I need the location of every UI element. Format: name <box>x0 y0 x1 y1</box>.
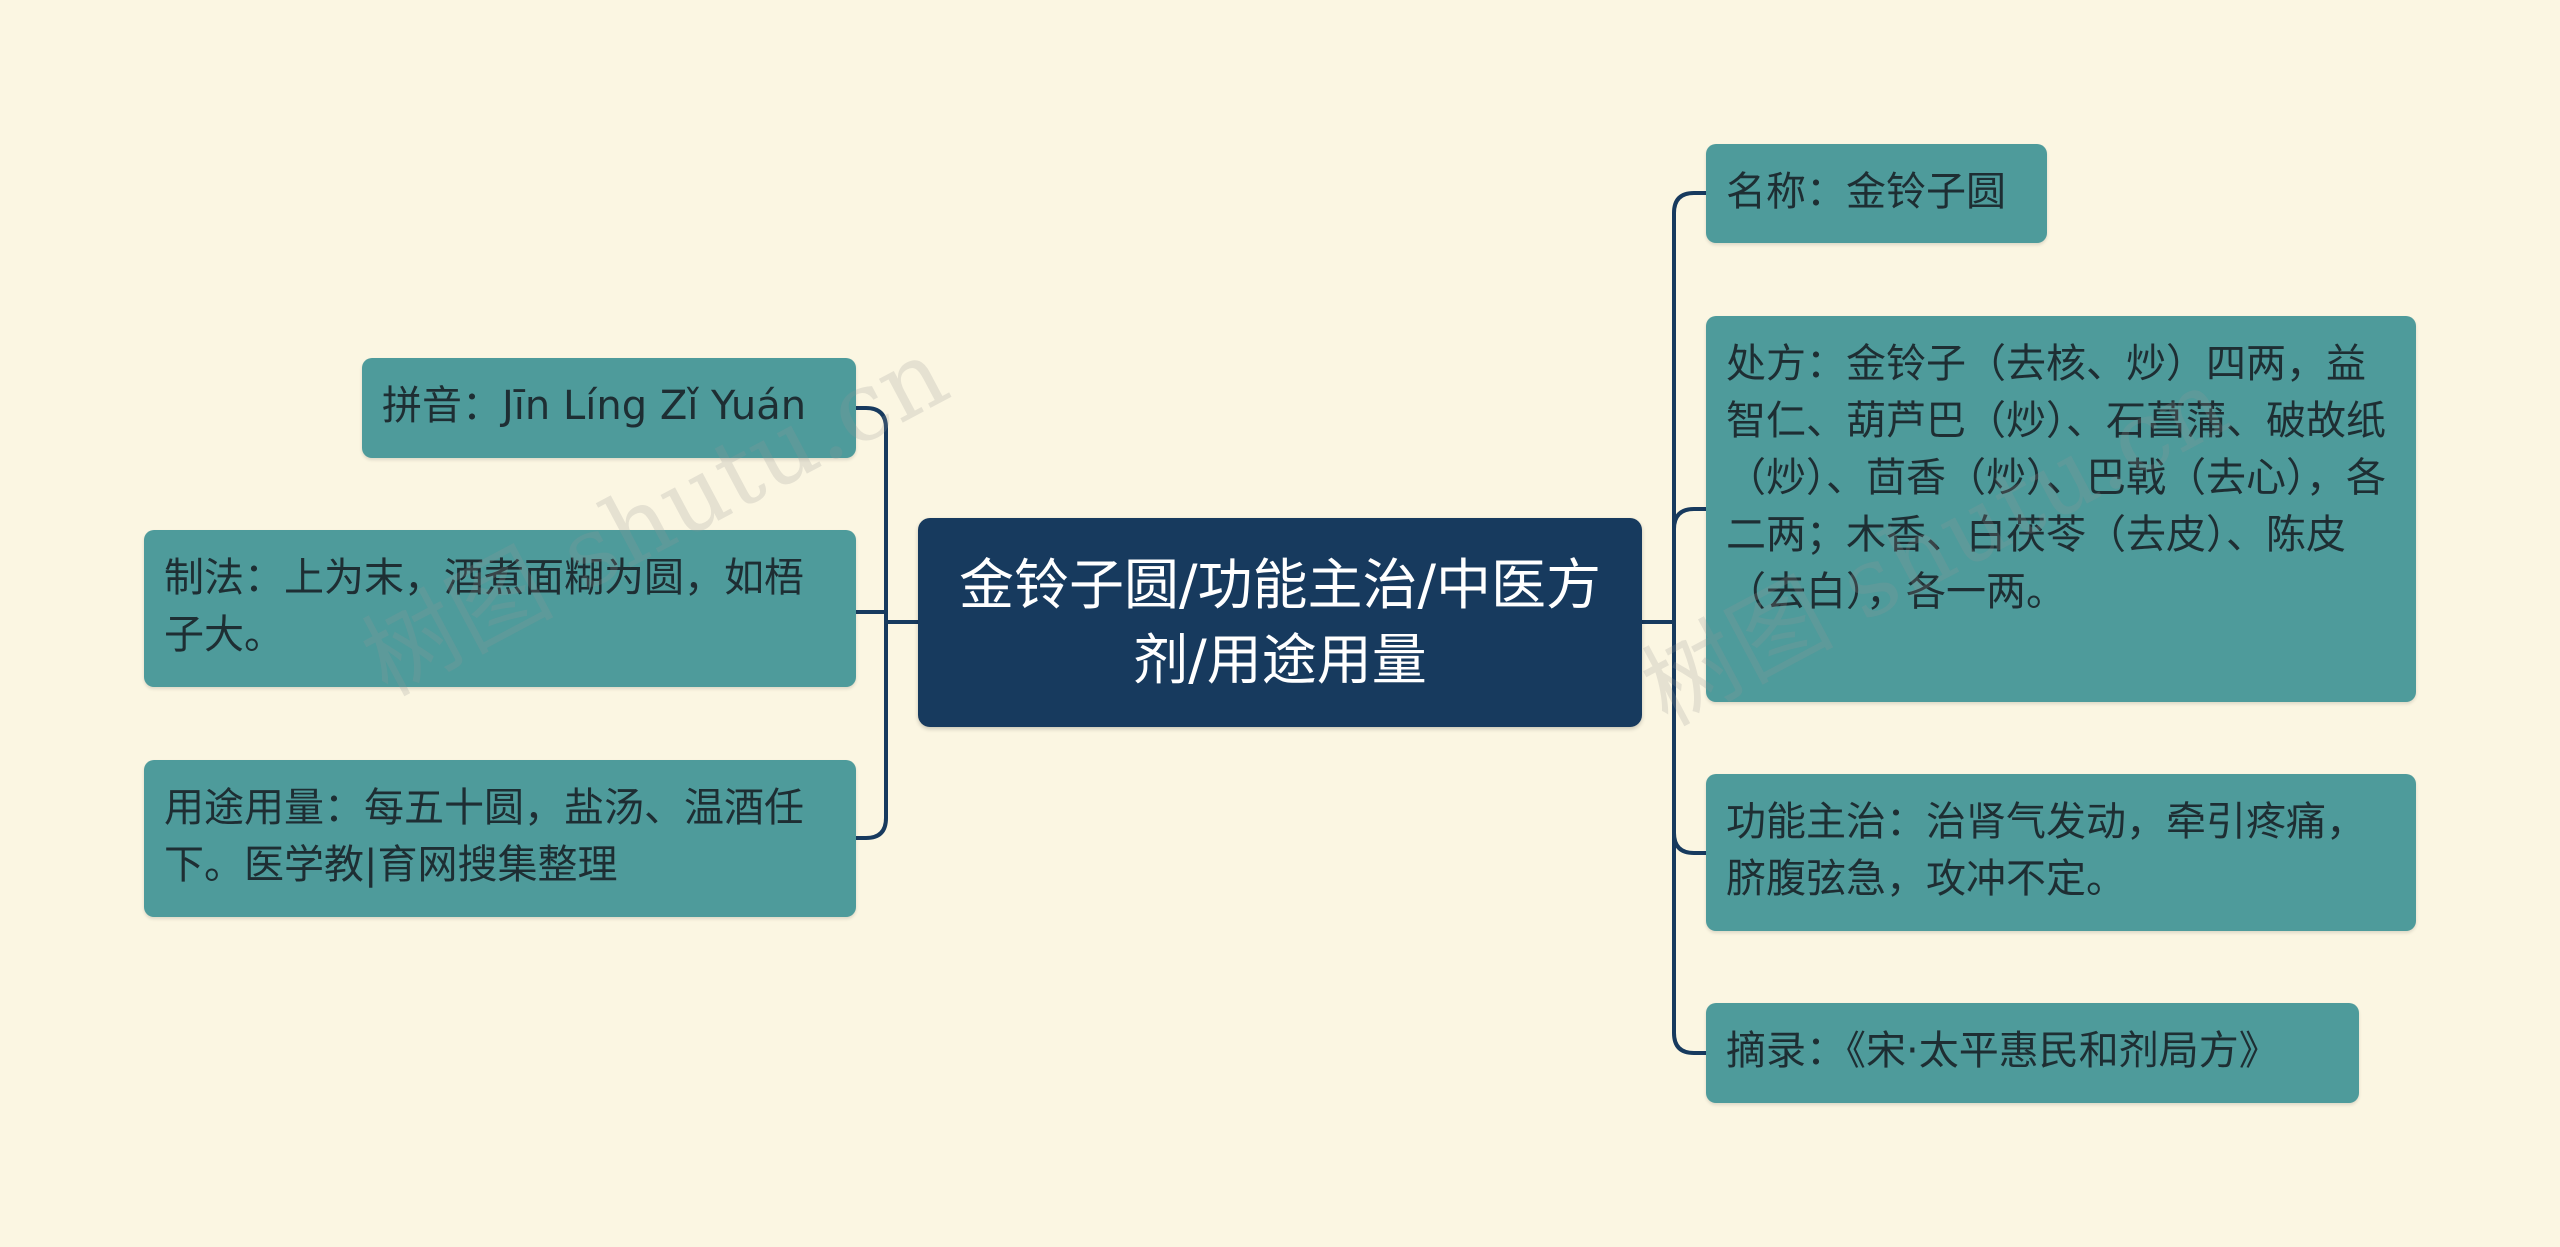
node-usage-label: 用途用量：每五十圆，盐汤、温酒任下。医学教|育网搜集整理 <box>164 785 804 888</box>
node-pinyin-label: 拼音：Jīn Líng Zǐ Yuán <box>382 383 807 429</box>
node-method[interactable]: 制法：上为末，酒煮面糊为圆，如梧子大。 <box>144 530 856 687</box>
connector-left-usage <box>854 620 888 840</box>
node-excerpt[interactable]: 摘录：《宋·太平惠民和剂局方》 <box>1706 1003 2359 1103</box>
connector-left-pinyin <box>854 406 888 624</box>
central-topic-label: 金铃子圆/功能主治/中医方剂/用途用量 <box>958 552 1602 692</box>
node-method-label: 制法：上为末，酒煮面糊为圆，如梧子大。 <box>164 555 804 658</box>
node-function-label: 功能主治：治肾气发动，牵引疼痛，脐腹弦急，攻冲不定。 <box>1726 799 2366 902</box>
node-name[interactable]: 名称：金铃子圆 <box>1706 144 2047 243</box>
node-function[interactable]: 功能主治：治肾气发动，牵引疼痛，脐腹弦急，攻冲不定。 <box>1706 774 2416 931</box>
node-usage[interactable]: 用途用量：每五十圆，盐汤、温酒任下。医学教|育网搜集整理 <box>144 760 856 917</box>
connector-right-function <box>1672 620 1708 855</box>
node-prescription[interactable]: 处方：金铃子（去核、炒）四两，益智仁、葫芦巴（炒）、石菖蒲、破故纸（炒）、茴香（… <box>1706 316 2416 702</box>
node-pinyin[interactable]: 拼音：Jīn Líng Zǐ Yuán <box>362 358 856 458</box>
node-prescription-label: 处方：金铃子（去核、炒）四两，益智仁、葫芦巴（炒）、石菖蒲、破故纸（炒）、茴香（… <box>1726 341 2386 615</box>
connector-right-excerpt <box>1672 620 1708 1055</box>
connector-right-prescription <box>1672 507 1708 624</box>
connector-right-name <box>1672 191 1708 624</box>
central-topic[interactable]: 金铃子圆/功能主治/中医方剂/用途用量 <box>918 518 1642 727</box>
node-name-label: 名称：金铃子圆 <box>1726 169 2006 215</box>
node-excerpt-label: 摘录：《宋·太平惠民和剂局方》 <box>1726 1028 2279 1074</box>
